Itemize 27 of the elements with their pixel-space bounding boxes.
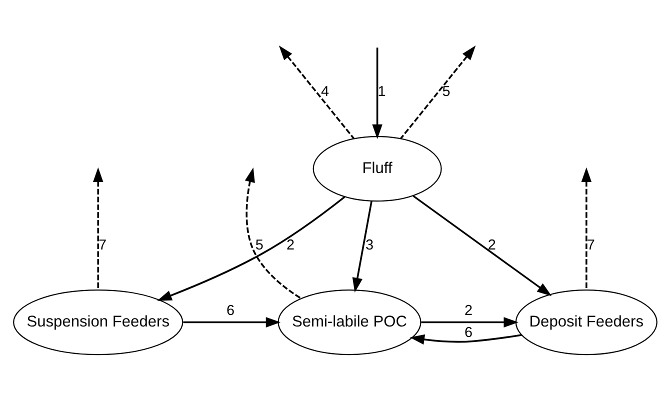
edge-label: 4 xyxy=(321,83,330,100)
arrow xyxy=(278,45,354,139)
edge-label: 3 xyxy=(366,236,374,253)
node-ellipse: Deposit Feeders xyxy=(515,288,658,355)
arrow xyxy=(352,200,372,292)
arrow xyxy=(183,316,281,327)
edge-label: 5 xyxy=(255,236,264,253)
arrow xyxy=(244,166,302,299)
edge-label: 1 xyxy=(378,83,386,100)
arrow xyxy=(92,166,104,290)
arrow xyxy=(581,166,592,290)
node-ellipse: Semi-labile POC xyxy=(278,288,422,355)
edge-label: 2 xyxy=(286,236,295,253)
edge-label: 7 xyxy=(586,236,595,253)
arrow xyxy=(410,334,522,344)
node-ellipse: Fluff xyxy=(312,135,442,202)
edge-label: 6 xyxy=(226,302,234,318)
edge-label: 2 xyxy=(464,302,473,318)
edge-label: 2 xyxy=(488,236,496,253)
edge-label: 6 xyxy=(464,324,473,341)
arrow xyxy=(400,45,476,139)
edge-label: 7 xyxy=(98,236,107,253)
arrow xyxy=(157,196,346,300)
arrow xyxy=(421,316,518,327)
edge-label: 5 xyxy=(442,83,450,100)
arrow xyxy=(412,194,552,296)
arrow xyxy=(372,47,382,139)
